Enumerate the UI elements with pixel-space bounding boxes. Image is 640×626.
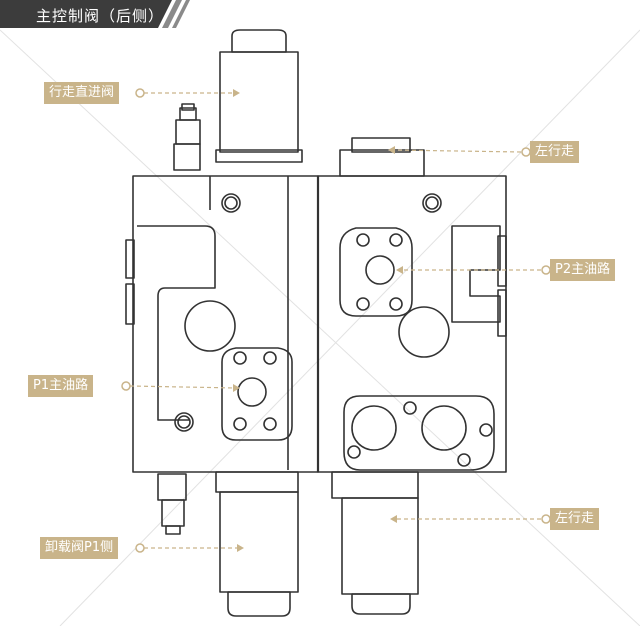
label-left-travel-top: 左行走: [530, 141, 580, 163]
label-left-travel-bottom: 左行走: [550, 508, 600, 530]
label-p2-main: P2主油路: [550, 259, 616, 281]
page-title: 主控制阀（后侧）: [36, 7, 165, 25]
label-unload-valve: 卸载阀P1侧: [40, 537, 119, 559]
label-forward-valve: 行走直进阀: [44, 82, 120, 104]
label-p1-main: P1主油路: [28, 375, 94, 397]
chevron-stripes-icon: [162, 0, 190, 28]
title-bar: 主控制阀（后侧）: [0, 0, 190, 28]
